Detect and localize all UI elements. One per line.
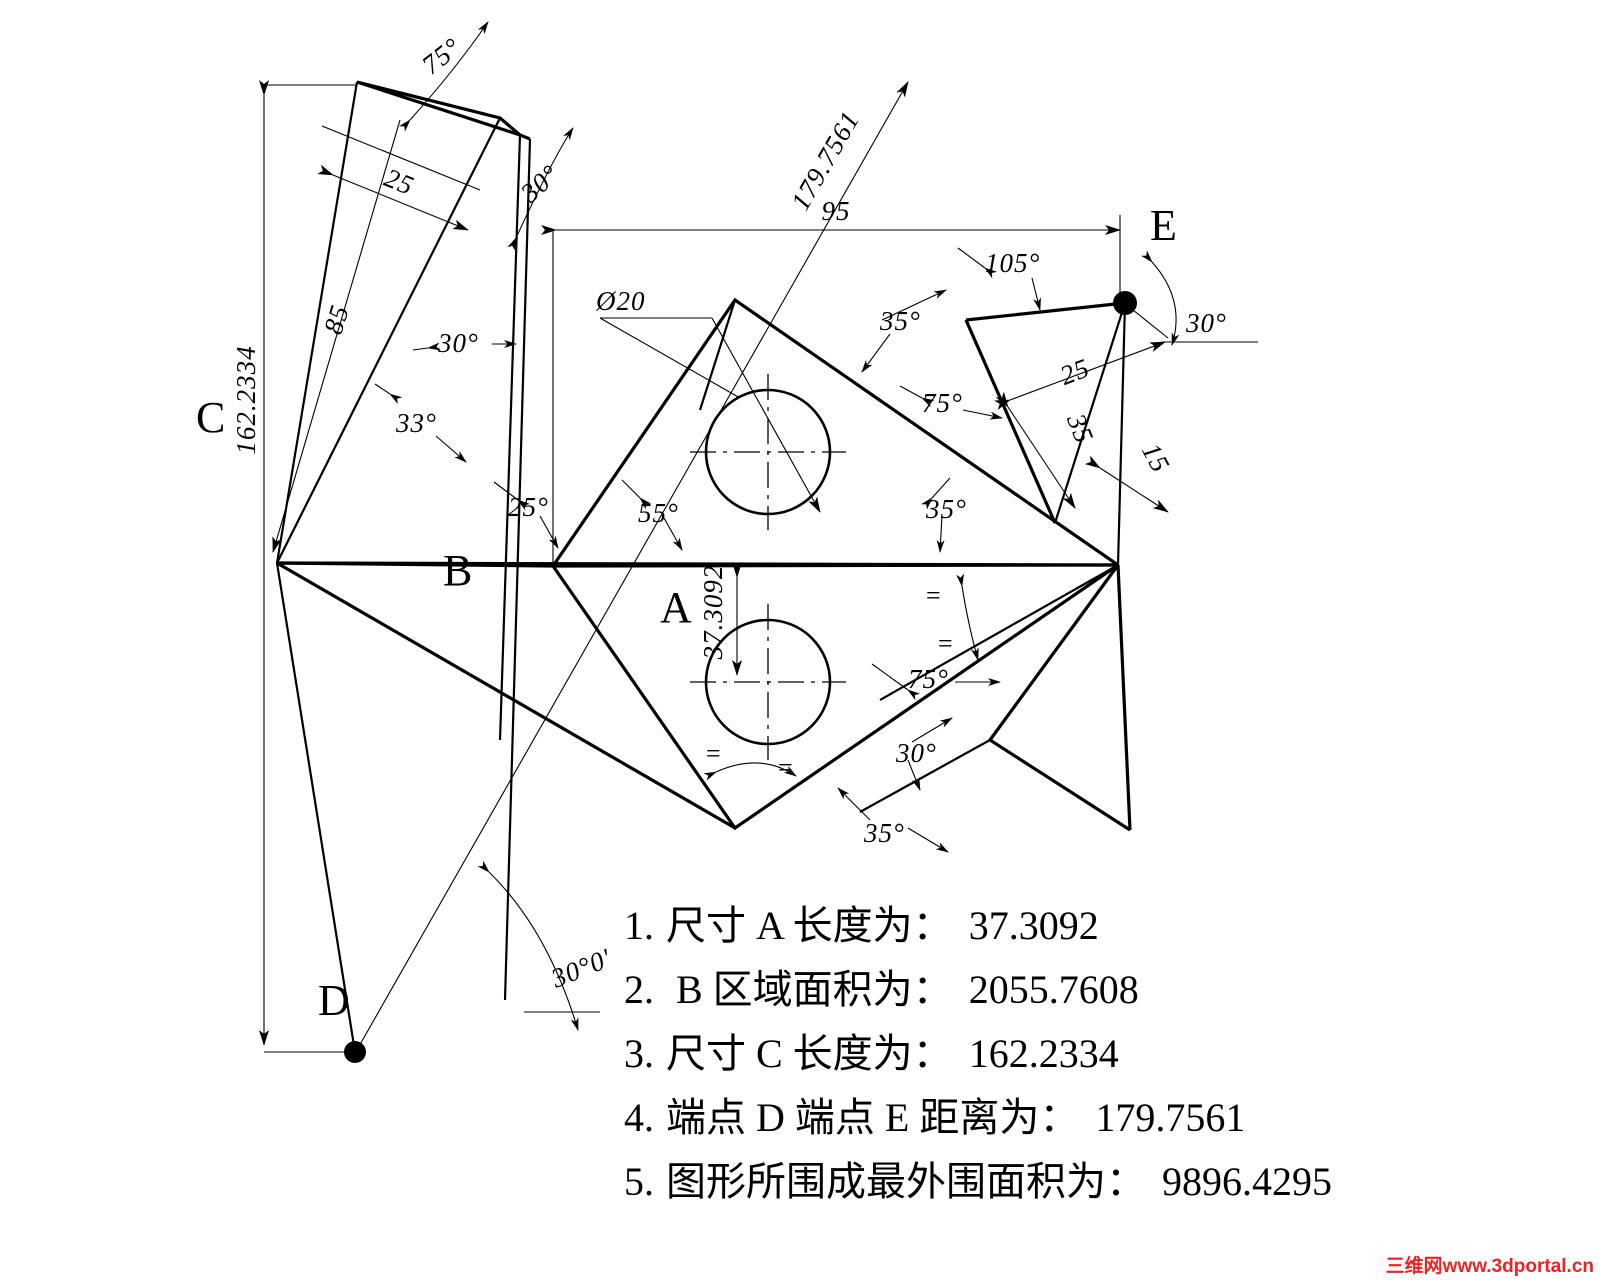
equal-mark-1: = bbox=[926, 581, 941, 610]
note-item: 3. 尺寸 C 长度为： 162.2334 bbox=[624, 1021, 1584, 1085]
ang-55-group: 55° bbox=[621, 479, 683, 551]
note-index: 3. bbox=[624, 1031, 654, 1076]
note-text: 端点 D 端点 E 距离为： bbox=[666, 1095, 1080, 1140]
ang-75-upperright-text: 75° bbox=[922, 388, 963, 418]
note-item: 2. B 区域面积为： 2055.7608 bbox=[624, 957, 1584, 1021]
dim-85-group: 85 bbox=[272, 119, 401, 553]
note-index: 4. bbox=[624, 1095, 654, 1140]
ang-30-lowright-text: 30° bbox=[895, 738, 937, 768]
ang-35-lowright-text: 35° bbox=[863, 818, 905, 848]
note-text: 尺寸 A 长度为： bbox=[666, 903, 953, 948]
lowerright-tail-group bbox=[859, 564, 1132, 832]
note-value: 37.3092 bbox=[968, 903, 1099, 948]
ang-105-group: 105° bbox=[957, 247, 1041, 311]
note-value: 162.2334 bbox=[968, 1031, 1119, 1076]
ang-105-text: 105° bbox=[985, 248, 1040, 278]
dim-25-right-group: 25 bbox=[994, 305, 1169, 410]
note-index: 1. bbox=[624, 903, 654, 948]
ang-30-lowright-group: 30° bbox=[895, 717, 953, 791]
dim-35-right-group: 35 bbox=[995, 391, 1100, 509]
note-index: 2. bbox=[624, 967, 654, 1012]
hole-lower bbox=[690, 604, 846, 760]
ang-30-left-text: 30° bbox=[437, 328, 479, 358]
dim-162-text: 162.2334 bbox=[231, 345, 261, 454]
ang-55-text: 55° bbox=[638, 498, 679, 528]
dim-15-right-group: 15 bbox=[1084, 438, 1176, 513]
ang-30-topright-group: 30° bbox=[507, 127, 574, 251]
note-item: 1. 尺寸 A 长度为： 37.3092 bbox=[624, 893, 1584, 957]
dim-15-right-text: 15 bbox=[1136, 438, 1176, 478]
label-E: E bbox=[1150, 201, 1177, 250]
dim-37-text: 37.3092 bbox=[698, 565, 728, 661]
ang-35-upperright-group: 35° bbox=[861, 289, 947, 373]
ang-33-text: 33° bbox=[395, 408, 437, 438]
dim-162-group: 162.2334 C bbox=[196, 80, 357, 1053]
ang-25-text: 25° bbox=[508, 492, 549, 522]
dim-37-group: 37.3092 A bbox=[660, 562, 742, 676]
note-item: 5. 图形所围成最外围面积为： 9896.4295 bbox=[624, 1149, 1584, 1213]
dim-25-right-text: 25 bbox=[1056, 352, 1094, 390]
dim-25-topleft-group: 25 bbox=[317, 125, 481, 231]
note-value: 2055.7608 bbox=[968, 967, 1139, 1012]
endpoint-E-node bbox=[1113, 291, 1137, 315]
ang-30-atE-text: 30° bbox=[1185, 308, 1227, 338]
upperright-triangle-group bbox=[964, 301, 1127, 566]
equal-mark-3: = bbox=[706, 739, 721, 768]
dim-95-text: 95 bbox=[822, 196, 851, 226]
dim-95-group: 95 bbox=[541, 196, 1121, 566]
notes-block: 1. 尺寸 A 长度为： 37.3092 2. B 区域面积为： 2055.76… bbox=[624, 893, 1584, 1213]
label-B: B bbox=[443, 546, 472, 595]
note-text: B 区域面积为： bbox=[666, 967, 953, 1012]
dim-35-right-text: 35 bbox=[1061, 409, 1100, 448]
central-polygon bbox=[551, 297, 1119, 831]
equal-angle-marks-right: = = bbox=[926, 573, 979, 661]
ang-35-upperright-text: 35° bbox=[879, 306, 921, 336]
dim-85-text: 85 bbox=[318, 301, 355, 338]
endpoint-D-node bbox=[344, 1041, 366, 1063]
ang-30-topright-text: 30° bbox=[514, 159, 565, 209]
hole-upper bbox=[690, 374, 846, 530]
diameter-callout-group: Ø20 bbox=[595, 286, 821, 513]
label-A: A bbox=[660, 583, 692, 632]
label-D: D bbox=[318, 976, 350, 1025]
ang-30-left-group: 30° bbox=[412, 328, 517, 358]
topleft-triangle-group bbox=[275, 80, 532, 1001]
note-text: 图形所围成最外围面积为： bbox=[666, 1159, 1146, 1204]
ang-35-midright-group: 35° bbox=[920, 477, 967, 553]
ang-75-top-text: 75° bbox=[416, 32, 467, 81]
ang-30-0-D-text: 30°0' bbox=[546, 942, 616, 994]
note-value: 9896.4295 bbox=[1162, 1159, 1332, 1204]
equal-mark-2: = bbox=[938, 629, 953, 658]
site-watermark: 三维网www.3dportal.cn bbox=[1385, 1256, 1594, 1277]
ang-75-upperright-group: 75° bbox=[899, 385, 1003, 420]
ang-33-group: 33° bbox=[374, 383, 467, 463]
note-index: 5. bbox=[624, 1159, 654, 1204]
note-item: 4. 端点 D 端点 E 距离为： 179.7561 bbox=[624, 1085, 1584, 1149]
ang-25-group: 25° bbox=[493, 481, 559, 549]
note-value: 179.7561 bbox=[1095, 1095, 1246, 1140]
diameter-callout-text: Ø20 bbox=[595, 286, 646, 316]
ang-75-lowright-group: 75° bbox=[871, 663, 1001, 701]
ang-30-atE-group: 30° bbox=[1141, 250, 1258, 346]
note-text: 尺寸 C 长度为： bbox=[666, 1031, 953, 1076]
equal-angle-marks-bottom: = = bbox=[703, 739, 797, 782]
label-C: C bbox=[196, 393, 225, 442]
ang-35-lowright-group: 35° bbox=[837, 787, 949, 853]
equal-mark-4: = bbox=[778, 753, 793, 782]
ang-35-midright-text: 35° bbox=[925, 494, 967, 524]
ang-75-lowright-text: 75° bbox=[908, 664, 949, 694]
